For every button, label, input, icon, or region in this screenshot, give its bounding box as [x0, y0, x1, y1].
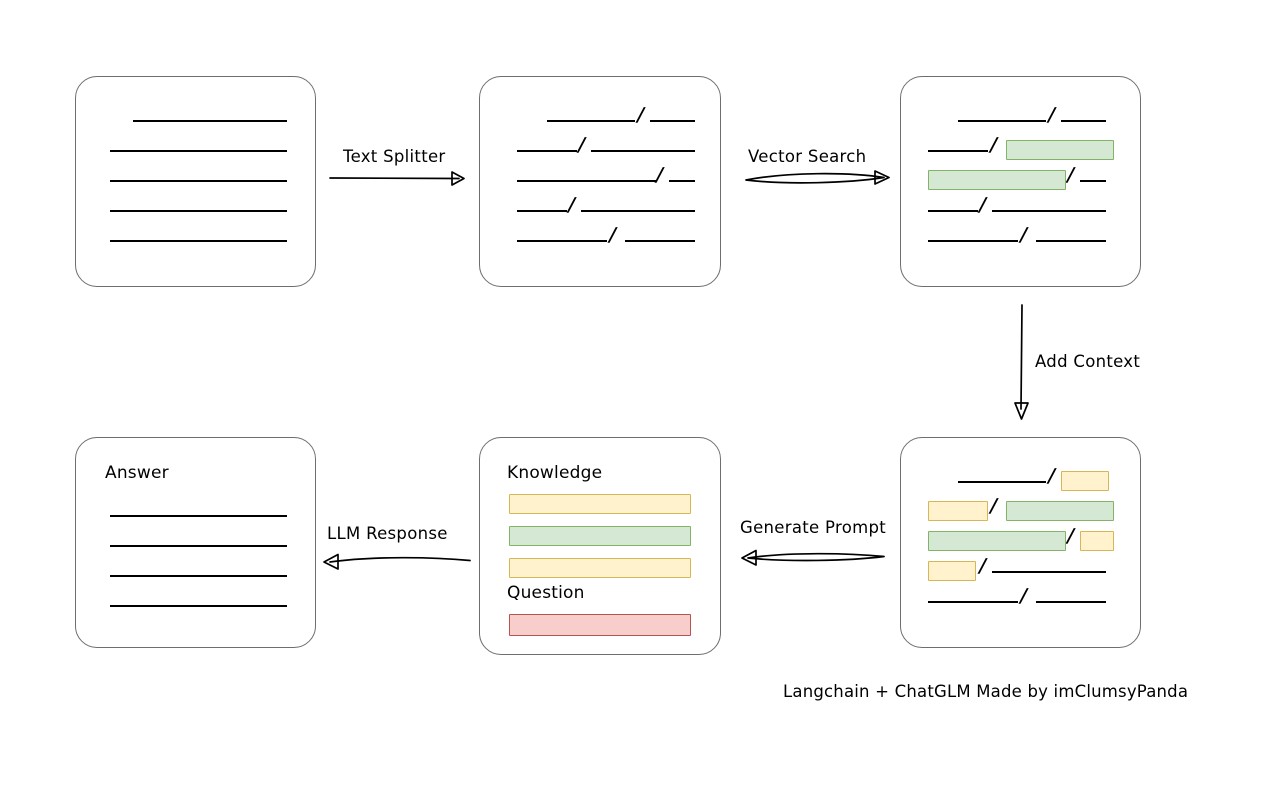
highlight-chip-green: [509, 526, 691, 546]
highlight-chip-green: [928, 170, 1066, 190]
edge-label-llm-response: LLM Response: [327, 524, 448, 543]
highlight-chip-yellow: [1080, 531, 1114, 551]
content-line: [958, 120, 1046, 122]
highlight-chip-green: [1006, 140, 1114, 160]
highlight-chip-green: [928, 531, 1066, 551]
highlight-chip-yellow: [928, 561, 976, 581]
content-line: [1080, 180, 1106, 182]
content-line: [958, 481, 1046, 483]
edge-label-text-splitter: Text Splitter: [343, 147, 446, 166]
content-line: [110, 575, 287, 577]
arrow-llm-response: [323, 553, 471, 570]
arrow-text-splitter: [329, 171, 465, 186]
content-line: [110, 240, 287, 242]
highlight-chip-green: [1006, 501, 1114, 521]
arrow-generate-prompt: [741, 549, 885, 566]
content-line: [650, 120, 695, 122]
content-line: [517, 210, 567, 212]
highlight-chip-yellow: [928, 501, 988, 521]
content-line: [110, 605, 287, 607]
footer-credit: Langchain + ChatGLM Made by imClumsyPand…: [783, 682, 1189, 701]
content-line: [928, 240, 1018, 242]
highlight-chip-red: [509, 614, 691, 636]
highlight-chip-yellow: [1061, 471, 1109, 491]
content-line: [992, 571, 1106, 573]
content-line: [133, 120, 287, 122]
node-title-prompt-panel-1: Question: [507, 583, 585, 603]
arrow-vector-search: [745, 170, 890, 185]
highlight-chip-yellow: [509, 494, 691, 514]
content-line: [110, 545, 287, 547]
content-line: [591, 150, 695, 152]
content-line: [517, 180, 656, 182]
node-answer[interactable]: [75, 437, 316, 648]
content-line: [547, 120, 635, 122]
edge-label-add-context: Add Context: [1035, 352, 1141, 371]
content-line: [581, 210, 695, 212]
content-line: [517, 240, 607, 242]
content-line: [110, 180, 287, 182]
content-line: [928, 150, 988, 152]
node-title-prompt-panel-0: Knowledge: [507, 463, 603, 483]
highlight-chip-yellow: [509, 558, 691, 578]
node-title-answer-0: Answer: [105, 463, 169, 483]
content-line: [1036, 240, 1106, 242]
content-line: [928, 601, 1018, 603]
content-line: [1036, 601, 1106, 603]
content-line: [1061, 120, 1106, 122]
content-line: [928, 210, 978, 212]
content-line: [669, 180, 695, 182]
content-line: [110, 210, 287, 212]
content-line: [110, 150, 287, 152]
content-line: [110, 515, 287, 517]
content-line: [517, 150, 577, 152]
edge-label-vector-search: Vector Search: [748, 147, 867, 166]
arrow-add-context: [1014, 304, 1029, 420]
content-line: [992, 210, 1106, 212]
edge-label-generate-prompt: Generate Prompt: [740, 518, 886, 537]
content-line: [625, 240, 695, 242]
